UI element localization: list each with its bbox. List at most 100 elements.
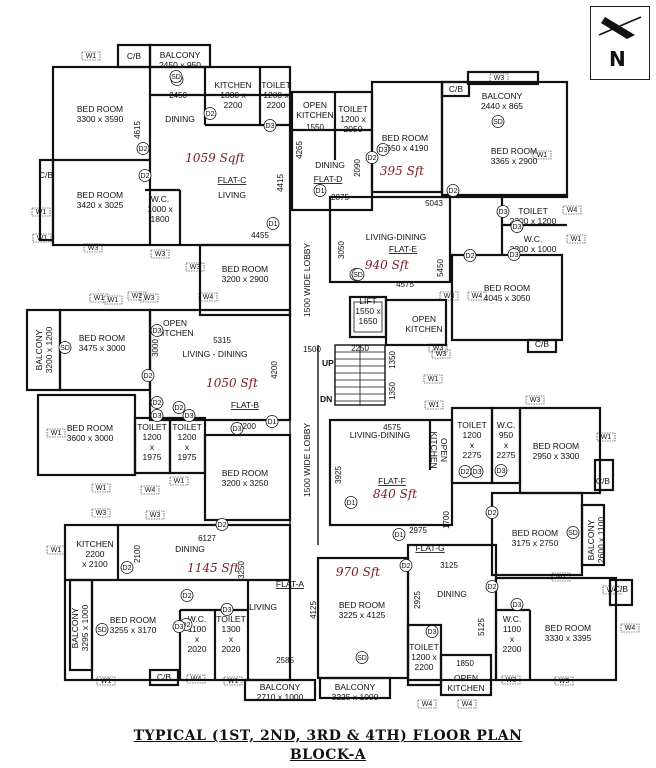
door-tag-marker <box>446 184 460 197</box>
window-tag: W1 <box>36 209 47 216</box>
room-label-line: DINING <box>437 589 467 599</box>
door-tag-marker <box>376 143 390 156</box>
window-tag: W1 <box>228 678 239 685</box>
room-label-line: BED ROOM <box>533 441 579 451</box>
room-label-line: KITCHEN <box>447 683 484 693</box>
window-tag-marker <box>566 234 586 244</box>
room-label-line: TOILET <box>137 422 167 432</box>
door-tag: D3 <box>185 413 194 420</box>
window-tag-marker <box>431 349 451 359</box>
window-tag: W3 <box>559 678 570 685</box>
room-label-line: C/B <box>449 84 464 94</box>
room-label-line: LIVING <box>218 190 246 200</box>
window-tag: W4 <box>203 294 214 301</box>
room-label-line: DINING <box>165 114 195 124</box>
room-label-line: 2275 <box>497 450 516 460</box>
window-tag: W3 <box>436 351 447 358</box>
room-label-line: 1300 <box>222 624 241 634</box>
room-label-line: 1800 x <box>220 90 246 100</box>
window-tag-marker <box>223 676 243 686</box>
room-label-lobby2: 1500 WIDE LOBBY <box>302 423 312 498</box>
room-label-line: TOILET <box>409 642 439 652</box>
walls <box>25 43 634 702</box>
room-label-line: BALCONY <box>482 91 523 101</box>
window-tag-marker <box>150 249 170 259</box>
dimension-label: 5315 <box>213 336 231 345</box>
dimension-label: 3050 <box>337 241 346 259</box>
room-label-line: x <box>185 442 190 452</box>
room-label-line: x <box>229 634 234 644</box>
room-label-line: 2200 <box>224 100 243 110</box>
door-tag-marker <box>496 205 510 218</box>
door-tag: D2 <box>488 584 497 591</box>
window-tag: W1 <box>94 295 105 302</box>
window-tag-marker <box>501 675 521 685</box>
room-label-line: C/B <box>39 170 54 180</box>
door-tag: D3 <box>510 252 519 259</box>
dimension-label: 4200 <box>270 361 279 379</box>
lift-cabin <box>353 301 383 333</box>
window-tag-marker <box>198 292 218 302</box>
door-tag: D1 <box>395 532 404 539</box>
room-label-line: C/B <box>535 339 550 349</box>
room-label-line: W.C. <box>497 420 515 430</box>
door-tag: D2 <box>488 510 497 517</box>
dimension-label: 5450 <box>436 259 445 277</box>
window-tag-marker <box>185 262 205 272</box>
door-tag-marker <box>215 518 229 531</box>
room-label-f-kit: OPENKITCHEN <box>429 431 449 468</box>
door-tag-marker <box>313 184 327 197</box>
door-tag: SD <box>357 655 367 662</box>
window-tag-marker <box>467 291 487 301</box>
door-tag: D3 <box>428 629 437 636</box>
door-tag: SD <box>171 74 181 81</box>
room-label-line: BED ROOM <box>67 423 113 433</box>
window-tag: W1 <box>537 152 548 159</box>
room-label-line: x <box>510 634 515 644</box>
north-arrow: N <box>590 6 650 80</box>
room-label-line: 2600 x 1100 <box>596 517 606 563</box>
room-label-line: OPEN <box>412 314 436 324</box>
window-tag-marker <box>89 293 109 303</box>
door-tag: D3 <box>153 328 162 335</box>
window-tag-marker <box>32 233 52 243</box>
room-label-line: BALCONY <box>260 682 301 692</box>
room-label-line: 1650 <box>359 316 378 326</box>
door-tag-marker <box>95 623 109 636</box>
room-label-line: 1200 <box>463 430 482 440</box>
room-label-b-bal: BALCONY3200 x 1200 <box>34 326 54 373</box>
window-tag: W1 <box>571 236 582 243</box>
room-label-line: x <box>470 440 475 450</box>
door-tag: D2 <box>123 565 132 572</box>
room-label-line: C/B <box>596 476 611 486</box>
dimension-label: 4265 <box>295 141 304 159</box>
room-label-d-dining: DINING <box>315 160 345 170</box>
room-label-line: 2200 x 1000 <box>510 244 557 254</box>
window-tag-marker <box>140 485 160 495</box>
window-tag-marker <box>83 243 103 253</box>
dimension-label: 5125 <box>477 618 486 636</box>
room-label-line: BALCONY <box>160 50 201 60</box>
window-tag-marker <box>417 699 437 709</box>
room-label-e-wc: W.C.2200 x 1000 <box>510 234 557 254</box>
staircase <box>334 344 386 406</box>
room-label-line: 2020 <box>188 644 207 654</box>
room-label-line: LIFT <box>359 296 376 306</box>
room-label-line: 2710 x 1000 <box>257 692 304 702</box>
room-label-line: 2200 <box>503 644 522 654</box>
room-label-line: 1100 <box>503 624 522 634</box>
door-tag: D2 <box>466 253 475 260</box>
window-tag-marker <box>31 207 51 217</box>
room-label-line: x <box>504 440 509 450</box>
room-label-f-bal: BALCONY2600 x 1100 <box>586 517 606 563</box>
